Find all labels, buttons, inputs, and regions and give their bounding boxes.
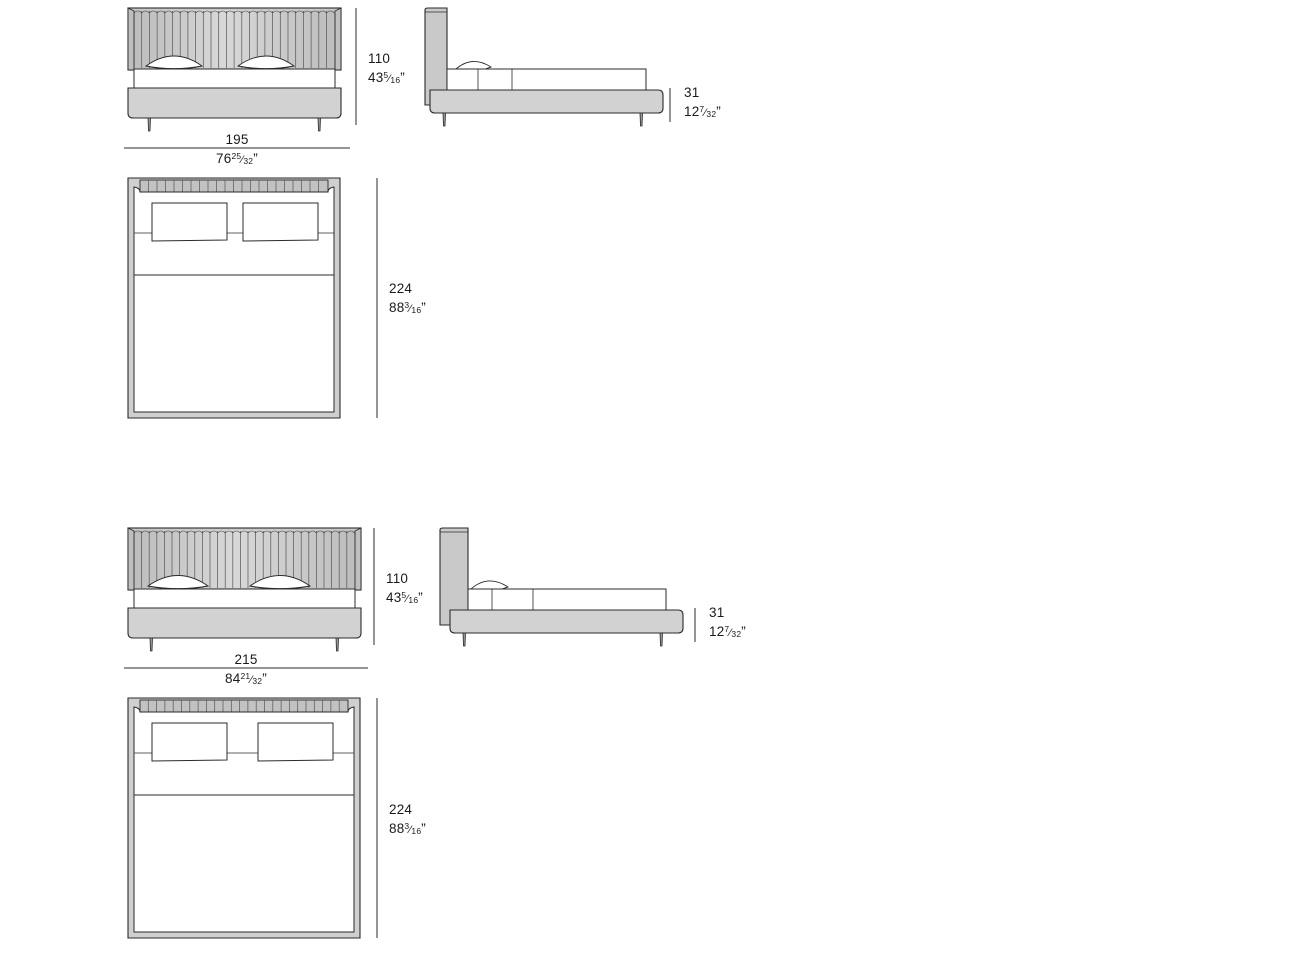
- headboard-channel-lines: [141, 11, 327, 68]
- front-mattress: [133, 68, 336, 89]
- headboard-channel-tops: [133, 10, 335, 14]
- front-leg-left: [147, 117, 151, 132]
- config-215-side-elevation: [439, 527, 696, 647]
- plan-pillow-left: [151, 722, 228, 762]
- headboard-channel-tops: [133, 530, 355, 534]
- side-leg-right: [659, 632, 663, 647]
- side-leg-right: [639, 112, 643, 127]
- config-195-front-height-label: 110 435⁄16”: [368, 51, 405, 85]
- front-mattress: [133, 588, 356, 609]
- config-195-front-elevation: [124, 7, 357, 149]
- front-base: [127, 87, 342, 119]
- config-215-side-height-label: 31 127⁄32”: [709, 605, 746, 639]
- side-mattress: [446, 68, 647, 91]
- plan-pillow-right: [257, 722, 334, 762]
- front-base: [127, 607, 362, 639]
- front-leg-left: [149, 637, 153, 652]
- plan-headboard-channels: [148, 180, 319, 192]
- side-leg-left: [462, 632, 466, 647]
- plan-headboard-channels: [147, 700, 340, 712]
- config-215-front-height-label: 110 435⁄16”: [386, 571, 423, 605]
- headboard-left-return: [127, 527, 135, 591]
- config-195-side-elevation: [424, 7, 671, 127]
- plan-mattress: [133, 186, 335, 413]
- plan-pillow-right: [242, 202, 319, 242]
- plan-headboard-band: [139, 699, 349, 713]
- headboard-right-return: [334, 7, 342, 71]
- front-leg-right: [317, 117, 321, 132]
- config-195-plan-depth-label: 224 883⁄16”: [389, 281, 426, 315]
- config-215-plan-view: [127, 697, 378, 939]
- front-leg-right: [335, 637, 339, 652]
- plan-headboard-band: [139, 179, 329, 193]
- config-215-plan-depth-label: 224 883⁄16”: [389, 802, 426, 836]
- headboard-channel-lines: [141, 531, 348, 588]
- config-195-plan-view: [127, 177, 378, 419]
- config-215-front-width-label: 215 8421⁄32”: [225, 652, 267, 686]
- headboard-left-return: [127, 7, 135, 71]
- side-base: [449, 609, 684, 634]
- plan-pillow-left: [151, 202, 228, 242]
- side-mattress: [467, 588, 667, 611]
- side-base: [429, 89, 664, 114]
- config-195-front-width-label: 195 7625⁄32”: [216, 132, 258, 166]
- config-195-group: [124, 7, 671, 419]
- config-215-group: [124, 527, 696, 939]
- side-leg-left: [442, 112, 446, 127]
- config-215-front-elevation: [124, 527, 375, 669]
- plan-mattress: [133, 706, 355, 933]
- headboard-right-return: [354, 527, 362, 591]
- config-195-side-height-label: 31 127⁄32”: [684, 85, 721, 119]
